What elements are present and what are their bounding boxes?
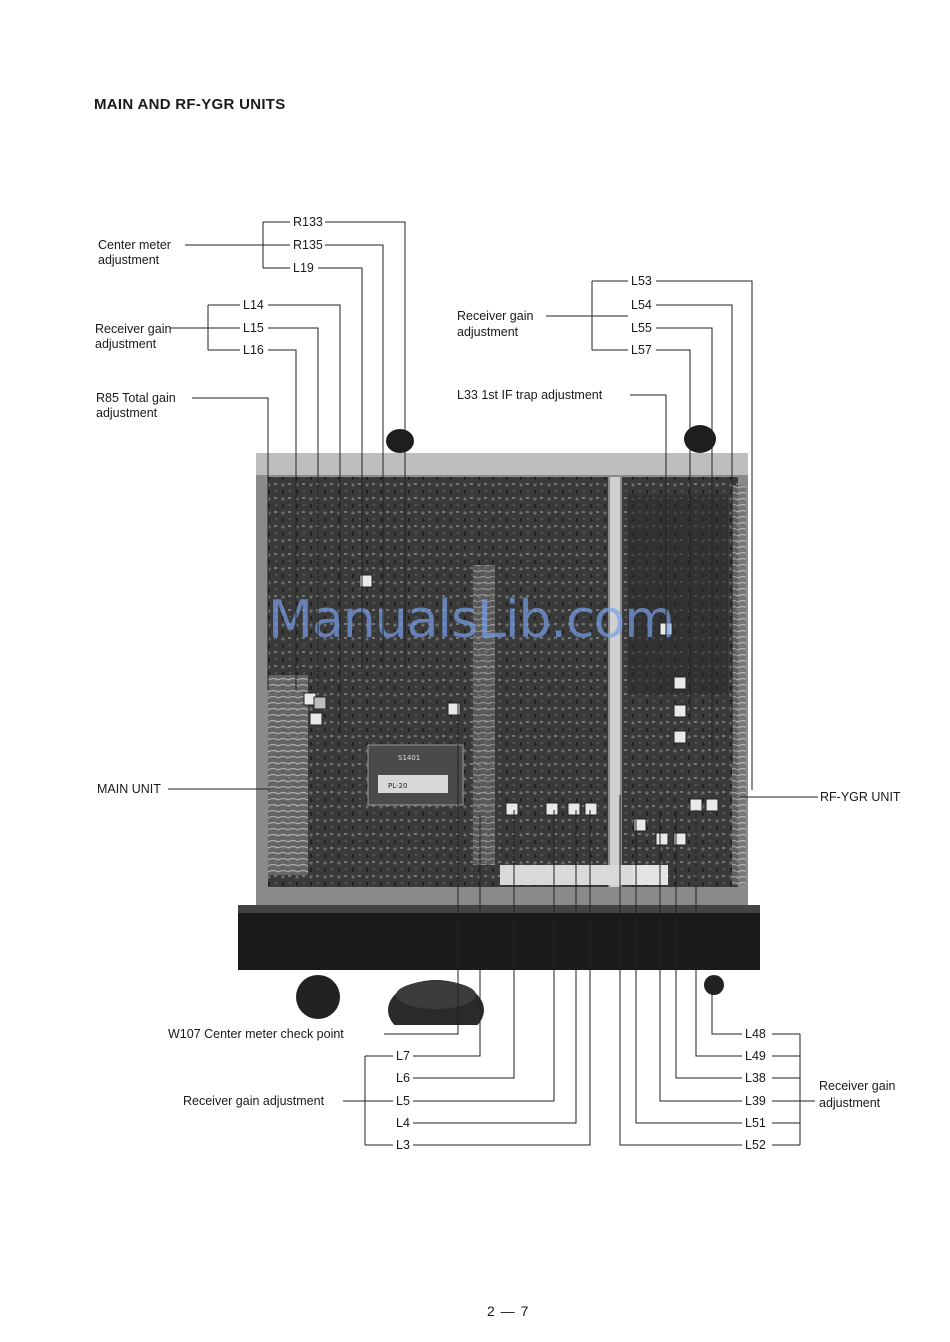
label-l19: L19 <box>293 261 314 275</box>
page-title: MAIN AND RF-YGR UNITS <box>94 96 286 113</box>
w107-label: W107 Center meter check point <box>168 1027 344 1041</box>
label-l16: L16 <box>243 343 264 357</box>
r85-label-2: adjustment <box>96 406 158 420</box>
label-l55: L55 <box>631 321 652 335</box>
page-number: 2 — 7 <box>487 1303 530 1319</box>
label-l15: L15 <box>243 321 264 335</box>
label-l51: L51 <box>745 1116 766 1130</box>
watermark: ManualsLib.com <box>268 590 675 650</box>
rx-gain-left-label-2: adjustment <box>95 337 157 351</box>
label-r133: R133 <box>293 215 323 229</box>
label-l53: L53 <box>631 274 652 288</box>
label-r135: R135 <box>293 238 323 252</box>
rx-gain-bottom-right-label-2: adjustment <box>819 1096 881 1110</box>
r85-label-1: R85 Total gain <box>96 391 176 405</box>
label-l49: L49 <box>745 1049 766 1063</box>
label-l14: L14 <box>243 298 264 312</box>
label-l57: L57 <box>631 343 652 357</box>
label-l39: L39 <box>745 1094 766 1108</box>
label-l7: L7 <box>396 1049 410 1063</box>
rx-gain-top-right-label-1: Receiver gain <box>457 309 534 323</box>
rx-gain-bottom-right-label-1: Receiver gain <box>819 1079 896 1093</box>
label-l38: L38 <box>745 1071 766 1085</box>
label-l3: L3 <box>396 1138 410 1152</box>
label-l5: L5 <box>396 1094 410 1108</box>
board-text-2: PL-20 <box>388 782 407 790</box>
board-text-1: S1401 <box>398 754 420 762</box>
rx-gain-bottom-left-label: Receiver gain adjustment <box>183 1094 325 1108</box>
label-l52: L52 <box>745 1138 766 1152</box>
label-l54: L54 <box>631 298 652 312</box>
rx-gain-left-label-1: Receiver gain <box>95 322 172 336</box>
main-unit-label: MAIN UNIT <box>97 782 161 796</box>
center-meter-label-1: Center meter <box>98 238 171 252</box>
center-meter-label-2: adjustment <box>98 253 160 267</box>
circuit-board-photo: S1401 PL-20 <box>238 425 760 1025</box>
rf-ygr-unit-label: RF-YGR UNIT <box>820 790 901 804</box>
label-l4: L4 <box>396 1116 410 1130</box>
label-l48: L48 <box>745 1027 766 1041</box>
rx-gain-top-right-label-2: adjustment <box>457 325 519 339</box>
label-l6: L6 <box>396 1071 410 1085</box>
l33-trap-label: L33 1st IF trap adjustment <box>457 388 603 402</box>
